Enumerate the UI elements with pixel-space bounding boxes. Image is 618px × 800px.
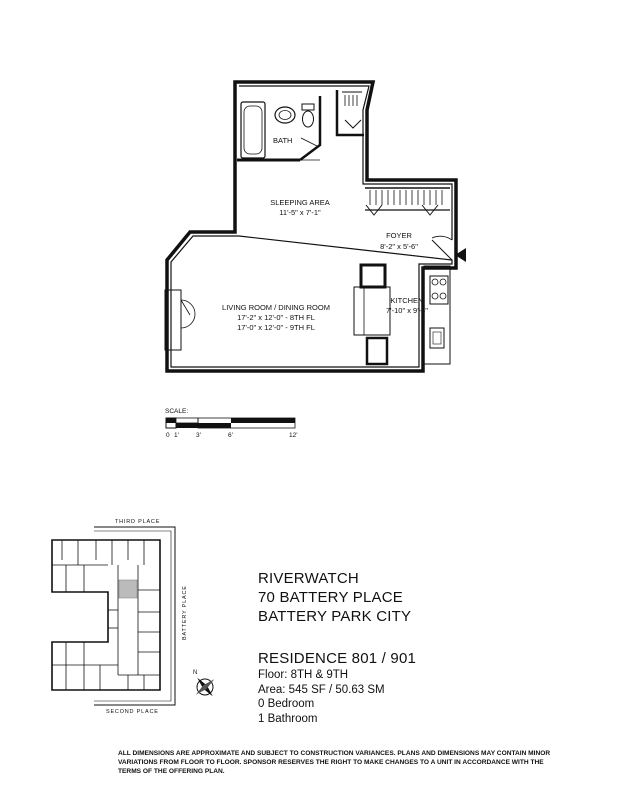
site-plan: THIRD PLACE SECOND PLACE BATTERY PLACE: [51, 519, 215, 715]
building-neighborhood: BATTERY PARK CITY: [258, 608, 412, 625]
scale-tick-12: 12': [289, 432, 297, 439]
street-battery-place: BATTERY PLACE: [182, 585, 188, 640]
scale-tick-0: 0: [166, 432, 170, 439]
residence-info: RESIDENCE 801 / 901 Floor: 8TH & 9TH Are…: [258, 649, 416, 726]
residence-title: RESIDENCE 801 / 901: [258, 650, 417, 667]
sleeping-area-dimensions: 11'-5" x 7'-1": [279, 208, 321, 217]
street-second-place: SECOND PLACE: [106, 709, 159, 715]
street-third-place: THIRD PLACE: [115, 519, 160, 525]
scale-label: SCALE:: [165, 408, 188, 415]
foyer-label: FOYER: [386, 231, 412, 240]
residence-bedrooms: 0 Bedroom: [258, 698, 315, 710]
building-address: 70 BATTERY PLACE: [258, 589, 403, 606]
building-name: RIVERWATCH: [258, 570, 359, 587]
sleeping-area-label: SLEEPING AREA: [270, 198, 330, 207]
kitchen-label: KITCHEN: [391, 296, 424, 305]
residence-area: Area: 545 SF / 50.63 SM: [258, 683, 385, 696]
kitchen-dimensions: 7'-10" x 9'-4": [386, 306, 428, 315]
residence-bathrooms: 1 Bathroom: [258, 712, 318, 725]
disclaimer-text: ALL DIMENSIONS ARE APPROXIMATE AND SUBJE…: [118, 750, 551, 775]
living-room-label: LIVING ROOM / DINING ROOM: [222, 303, 330, 312]
scale-tick-3: 3': [196, 432, 201, 439]
unit-highlight: [118, 579, 138, 599]
living-room-dimensions-8th: 17'-2" x 12'-0" - 8TH FL: [237, 313, 315, 322]
residence-floor: Floor: 8TH & 9TH: [258, 669, 349, 681]
foyer-dimensions: 8'-2" x 5'-6": [380, 242, 418, 251]
bath-label: BATH: [273, 136, 292, 145]
living-room-dimensions-9th: 17'-0" x 12'-0" - 9TH FL: [237, 323, 315, 332]
entry-arrow-icon: [455, 248, 466, 262]
scale-bar: SCALE: 0 1' 3' 6' 12': [165, 408, 297, 439]
compass-icon: N: [193, 670, 215, 697]
svg-text:N: N: [193, 670, 197, 676]
scale-tick-1: 1': [174, 432, 179, 439]
floorplan-walls: [164, 80, 458, 373]
scale-tick-6: 6': [228, 432, 233, 439]
building-info: RIVERWATCH 70 BATTERY PLACE BATTERY PARK…: [258, 569, 411, 626]
